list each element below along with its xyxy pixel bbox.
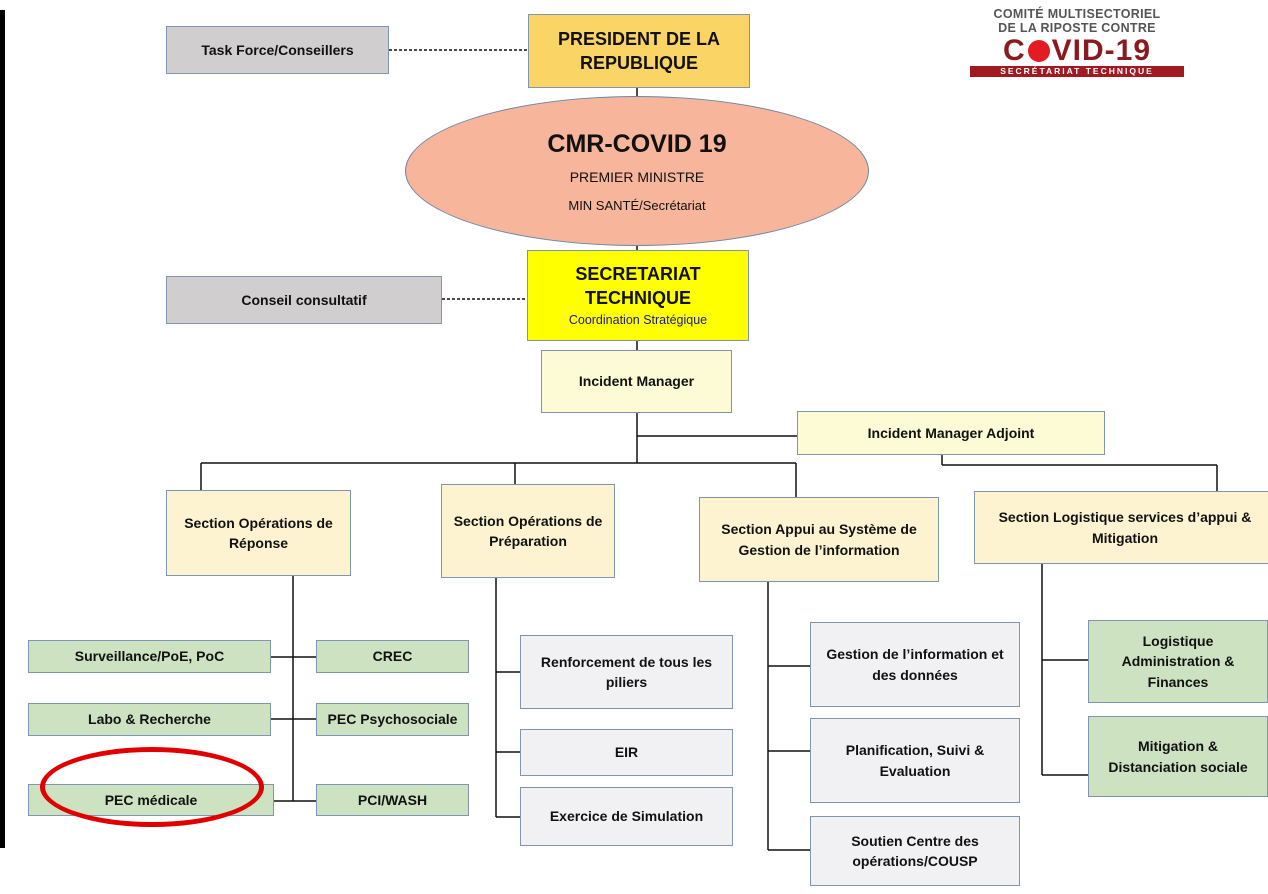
logo-secretariat: SECRÉTARIAT TECHNIQUE (970, 65, 1184, 78)
crec-box: CREC (316, 640, 469, 673)
soutien-centre-box: Soutien Centre des opérations/COUSP (810, 816, 1020, 886)
section-logistique-box: Section Logistique services d’appui & Mi… (974, 491, 1268, 564)
logo-line-2: DE LA RIPOSTE CONTRE (998, 20, 1156, 35)
conseil-consultatif-box: Conseil consultatif (166, 276, 442, 324)
incident-manager-adjoint-label: Incident Manager Adjoint (867, 424, 1035, 441)
surveillance-box: Surveillance/PoE, PoC (28, 640, 271, 673)
president-label: PRESIDENT DE LA REPUBLIQUE (557, 28, 721, 73)
section-preparation-box: Section Opérations de Préparation (441, 484, 615, 578)
incident-manager-box: Incident Manager (541, 350, 732, 413)
renforcement-label: Renforcement de tous les piliers (540, 653, 713, 690)
logistique-admin-box: Logistique Administration & Finances (1088, 620, 1268, 703)
eir-label: EIR (614, 744, 639, 761)
logo-covid-word: C VID-19 (970, 33, 1184, 67)
renforcement-box: Renforcement de tous les piliers (520, 635, 733, 709)
cmr-title: CMR-COVID 19 (547, 129, 727, 158)
section-appui-label: Section Appui au Système de Gestion de l… (721, 521, 917, 558)
virus-dot-icon (1027, 39, 1050, 62)
pci-wash-label: PCI/WASH (357, 791, 428, 808)
section-preparation-label: Section Opérations de Préparation (453, 512, 603, 549)
mitigation-label: Mitigation & Distanciation sociale (1108, 738, 1248, 775)
incident-manager-adjoint-box: Incident Manager Adjoint (797, 411, 1105, 455)
pci-wash-box: PCI/WASH (316, 784, 469, 816)
logo-line-1: COMITÉ MULTISECTORIEL (993, 7, 1161, 21)
section-logistique-label: Section Logistique services d’appui & Mi… (998, 509, 1252, 546)
cmr-premier-ministre: PREMIER MINISTRE (569, 168, 705, 185)
coordination-strategique-label: Coordination Stratégique (568, 312, 708, 327)
secretariat-technique-box: SECRETARIAT TECHNIQUE Coordination Strat… (527, 250, 749, 341)
logo-vid19: VID-19 (1051, 33, 1152, 67)
exercice-simulation-box: Exercice de Simulation (520, 787, 733, 846)
logo-c: C (1002, 33, 1026, 67)
incident-manager-label: Incident Manager (578, 373, 695, 390)
gestion-information-label: Gestion de l’information et des données (826, 646, 1004, 683)
cmr-covid-ellipse: CMR-COVID 19 PREMIER MINISTRE MIN SANTÉ/… (405, 96, 869, 246)
cmr-min-sante: MIN SANTÉ/Secrétariat (568, 197, 706, 213)
gestion-information-box: Gestion de l’information et des données (810, 622, 1020, 707)
left-border-bar (0, 10, 5, 848)
section-appui-box: Section Appui au Système de Gestion de l… (699, 497, 939, 582)
planification-label: Planification, Suivi & Evaluation (845, 742, 985, 779)
surveillance-label: Surveillance/PoE, PoC (74, 648, 225, 665)
covid19-committee-logo: COMITÉ MULTISECTORIEL DE LA RIPOSTE CONT… (970, 7, 1184, 78)
task-force-box: Task Force/Conseillers (166, 26, 389, 74)
eir-box: EIR (520, 729, 733, 776)
mitigation-box: Mitigation & Distanciation sociale (1088, 716, 1268, 797)
pec-psychosociale-label: PEC Psychosociale (327, 711, 458, 728)
secretariat-technique-label: SECRETARIAT TECHNIQUE (575, 264, 701, 309)
task-force-label: Task Force/Conseillers (201, 41, 354, 58)
highlight-circle (40, 747, 264, 827)
crec-label: CREC (372, 648, 413, 665)
president-box: PRESIDENT DE LA REPUBLIQUE (528, 14, 750, 88)
section-reponse-box: Section Opérations de Réponse (166, 490, 351, 576)
logistique-admin-label: Logistique Administration & Finances (1121, 633, 1235, 690)
labo-recherche-label: Labo & Recherche (88, 711, 211, 728)
soutien-centre-label: Soutien Centre des opérations/COUSP (851, 832, 979, 869)
exercice-simulation-label: Exercice de Simulation (549, 808, 704, 825)
labo-recherche-box: Labo & Recherche (28, 703, 271, 736)
pec-psychosociale-box: PEC Psychosociale (316, 703, 469, 736)
planification-box: Planification, Suivi & Evaluation (810, 718, 1020, 803)
section-reponse-label: Section Opérations de Réponse (184, 514, 333, 551)
conseil-consultatif-label: Conseil consultatif (241, 291, 367, 308)
